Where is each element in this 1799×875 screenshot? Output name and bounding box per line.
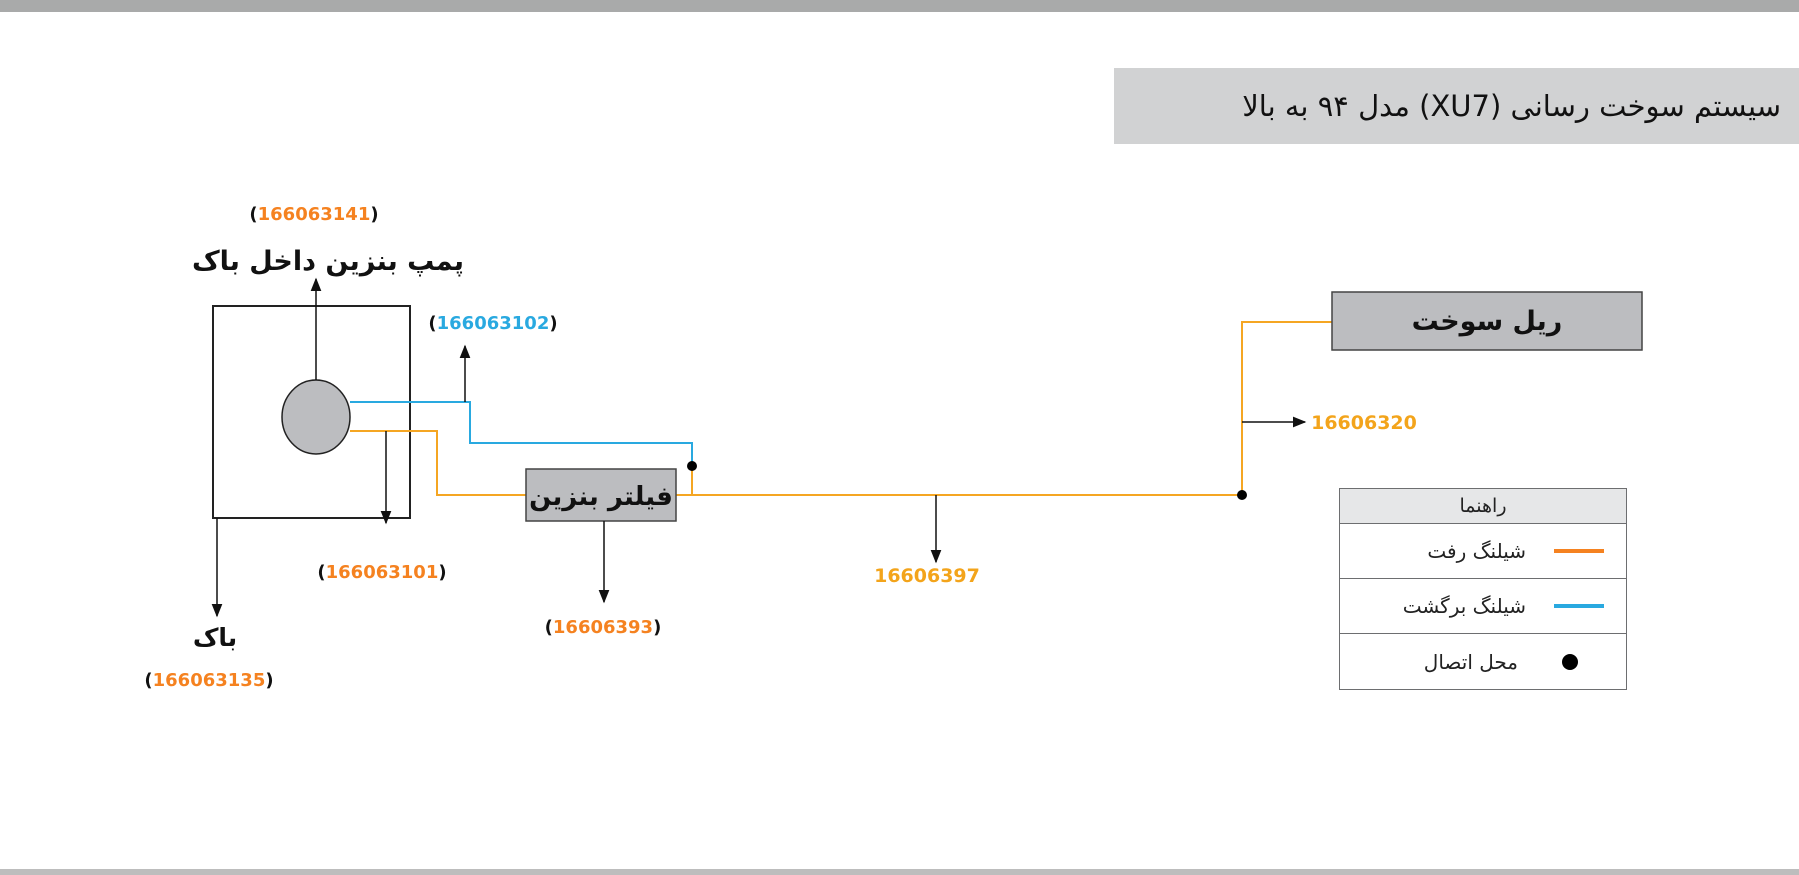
junction-dot xyxy=(687,461,697,471)
top-rule xyxy=(0,0,1799,12)
filter-code-label: (16606393) xyxy=(545,617,662,638)
fuel-filter-box xyxy=(525,468,677,522)
orange-line-icon xyxy=(1554,549,1604,553)
legend-item-junction: محل اتصال xyxy=(1340,634,1626,689)
bottom-rule xyxy=(0,869,1799,875)
pump-code-label: (166063141) xyxy=(249,204,378,225)
title-banner: سیستم سوخت رسانی (XU7) مدل ۹۴ به بالا xyxy=(1114,68,1799,144)
legend-item-return: شیلنگ برگشت xyxy=(1340,579,1626,634)
pipe-code-label: (166063101) xyxy=(317,562,446,583)
blue-line-icon xyxy=(1554,604,1604,608)
rail-label: ریل سوخت xyxy=(1412,306,1563,337)
fuel-rail-box xyxy=(1331,291,1643,351)
legend-label: شیلنگ رفت xyxy=(1427,539,1526,563)
tank-label: باک xyxy=(193,623,237,652)
filter-label: فیلتر بنزین xyxy=(529,482,673,512)
supply-hose-to-rail xyxy=(1241,321,1332,495)
mid-code-label: 16606397 xyxy=(874,565,980,587)
junction-dot xyxy=(1237,490,1247,500)
fuel-pump-circle xyxy=(281,379,351,455)
page-title: سیستم سوخت رسانی (XU7) مدل ۹۴ به بالا xyxy=(1242,89,1781,123)
return-code-label: (166063102) xyxy=(428,313,557,334)
black-dot-icon xyxy=(1562,653,1578,670)
legend-label: شیلنگ برگشت xyxy=(1402,594,1526,618)
legend: راهنما شیلنگ رفت شیلنگ برگشت محل اتصال xyxy=(1339,488,1627,690)
tank-code-label: (166063135) xyxy=(144,670,273,691)
legend-header: راهنما xyxy=(1340,489,1626,524)
legend-label: محل اتصال xyxy=(1423,649,1518,674)
pump-label: پمپ بنزین داخل باک xyxy=(192,246,464,277)
legend-item-supply: شیلنگ رفت xyxy=(1340,524,1626,579)
return-hose-line xyxy=(350,401,693,466)
supply-hose-inside xyxy=(350,430,526,496)
rail-code-label: 16606320 xyxy=(1311,412,1417,434)
